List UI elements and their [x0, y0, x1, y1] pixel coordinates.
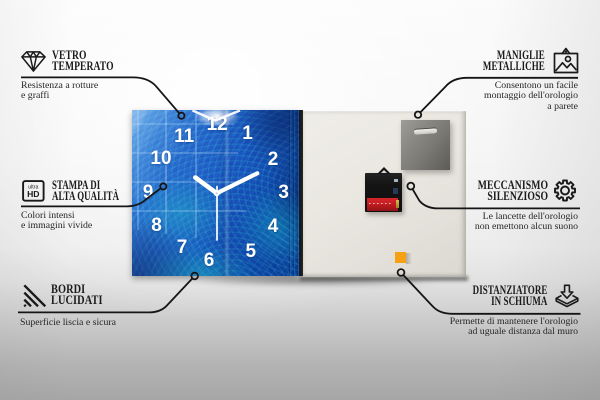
svg-text:ultra: ultra — [28, 184, 38, 190]
svg-text:HD: HD — [27, 189, 39, 199]
